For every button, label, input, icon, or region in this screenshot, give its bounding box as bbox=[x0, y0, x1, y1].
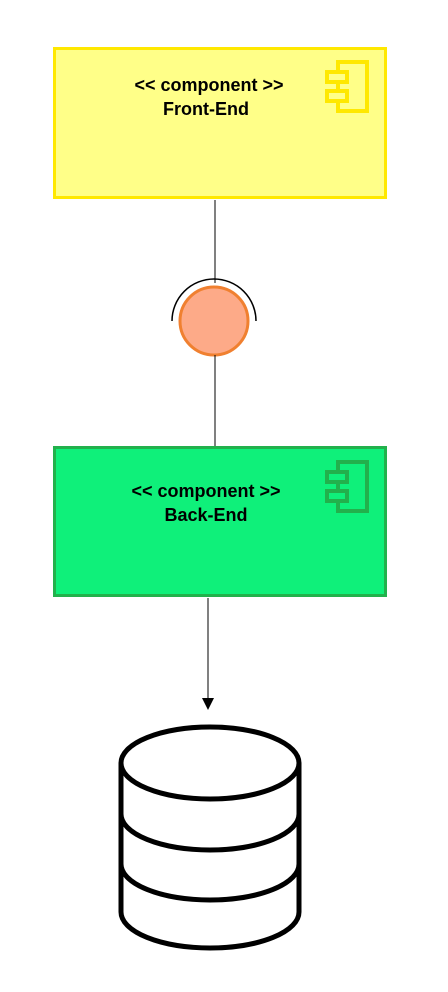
component-stereotype: << component >> bbox=[131, 481, 281, 501]
component-name: Back-End bbox=[164, 505, 248, 525]
component-name: Front-End bbox=[163, 99, 249, 119]
component-icon bbox=[325, 460, 369, 513]
arrowhead bbox=[202, 698, 214, 710]
component-icon bbox=[325, 60, 369, 113]
provided-interface-circle bbox=[178, 285, 250, 357]
database-icon bbox=[118, 724, 302, 951]
component-stereotype: << component >> bbox=[134, 75, 284, 95]
required-interface-socket bbox=[171, 278, 257, 322]
component-front-end: << component >> Front-End bbox=[53, 47, 387, 199]
component-back-end: << component >> Back-End bbox=[53, 446, 387, 597]
